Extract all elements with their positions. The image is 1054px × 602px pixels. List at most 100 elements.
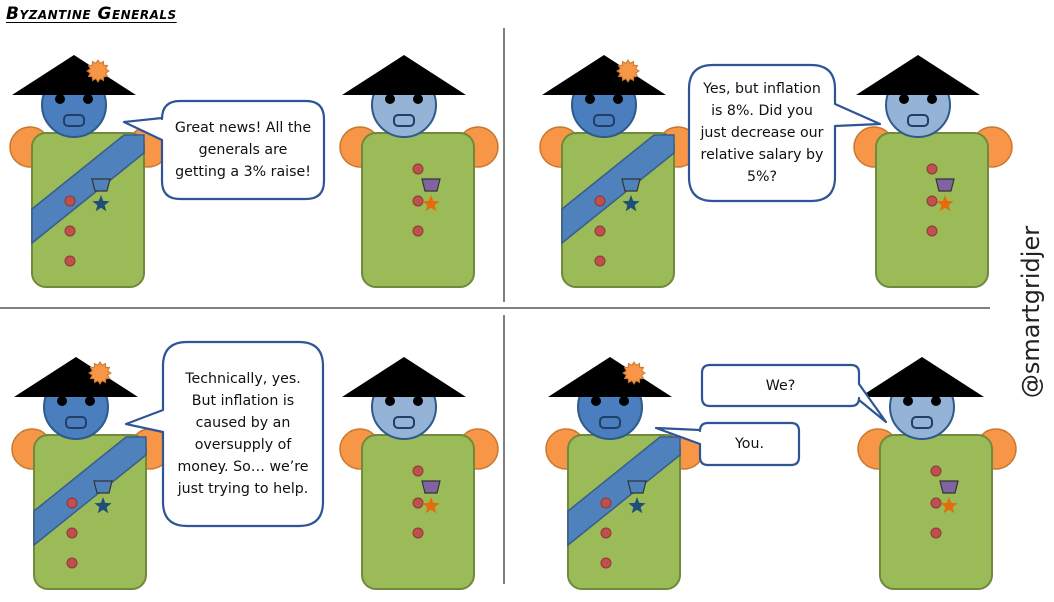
general-right-p2 — [853, 55, 1013, 288]
uniform-button — [926, 163, 938, 175]
medal-badge — [939, 480, 959, 494]
sun-emblem-icon — [622, 361, 646, 385]
right-eye — [413, 396, 423, 406]
left-eye — [585, 94, 595, 104]
right-eye — [619, 396, 629, 406]
general-left-p2 — [539, 55, 699, 288]
uniform-button — [64, 255, 76, 267]
conical-hat — [856, 55, 980, 95]
star-icon — [422, 195, 440, 212]
general-body — [879, 434, 993, 590]
conical-hat — [14, 357, 138, 397]
medal-badge — [621, 178, 641, 192]
uniform-button — [412, 527, 424, 539]
general-left-p1 — [9, 55, 169, 288]
uniform-button — [926, 225, 938, 237]
general-left-p4 — [545, 357, 705, 590]
left-eye — [899, 94, 909, 104]
uniform-button — [412, 225, 424, 237]
speech-bubble-p4-we — [700, 363, 888, 424]
uniform-button — [66, 527, 78, 539]
mouth — [593, 114, 615, 127]
uniform-button — [594, 195, 606, 207]
speech-bubble-p3-text: Technically, yes. But inflation is cause… — [177, 371, 309, 497]
star-icon — [422, 497, 440, 514]
mouth — [65, 416, 87, 429]
right-eye — [613, 94, 623, 104]
right-eye — [413, 94, 423, 104]
uniform-button — [930, 497, 942, 509]
uniform-button — [64, 195, 76, 207]
sash — [33, 436, 147, 547]
uniform-button — [66, 557, 78, 569]
star-icon — [628, 497, 646, 514]
left-eye — [591, 396, 601, 406]
author-credit: @smartgridjer — [1017, 225, 1045, 399]
mouth — [907, 114, 929, 127]
uniform-button — [66, 497, 78, 509]
left-eye — [385, 396, 395, 406]
star-icon — [940, 497, 958, 514]
sash — [31, 134, 145, 245]
medal-badge — [627, 480, 647, 494]
uniform-button — [64, 225, 76, 237]
conical-hat — [12, 55, 136, 95]
mouth — [393, 114, 415, 127]
speech-bubble-p4-you — [654, 421, 801, 467]
right-eye — [83, 94, 93, 104]
speech-bubble-p2 — [687, 63, 882, 203]
right-eye — [931, 396, 941, 406]
sash — [561, 134, 675, 245]
left-eye — [385, 94, 395, 104]
right-eye — [85, 396, 95, 406]
right-eye — [927, 94, 937, 104]
comic-title: Byzantine Generals — [6, 4, 177, 24]
medal-badge — [91, 178, 111, 192]
sash — [567, 436, 681, 547]
speech-bubble-p3 — [124, 340, 325, 528]
uniform-button — [412, 465, 424, 477]
mouth — [599, 416, 621, 429]
conical-hat — [342, 55, 466, 95]
left-eye — [903, 396, 913, 406]
medal-badge — [421, 178, 441, 192]
uniform-button — [600, 497, 612, 509]
general-right-p1 — [339, 55, 499, 288]
conical-hat — [542, 55, 666, 95]
uniform-button — [594, 225, 606, 237]
general-body — [875, 132, 989, 288]
medal-badge — [421, 480, 441, 494]
sun-emblem-icon — [88, 361, 112, 385]
left-eye — [55, 94, 65, 104]
sun-emblem-icon — [616, 59, 640, 83]
conical-hat — [342, 357, 466, 397]
speech-bubble-p2-text: Yes, but inflation is 8%. Did you just d… — [700, 81, 824, 185]
general-body — [361, 434, 475, 590]
star-icon — [936, 195, 954, 212]
star-icon — [92, 195, 110, 212]
uniform-button — [930, 465, 942, 477]
speech-bubble-p1 — [122, 99, 326, 201]
star-icon — [622, 195, 640, 212]
sun-emblem-icon — [86, 59, 110, 83]
medal-badge — [935, 178, 955, 192]
conical-hat — [860, 357, 984, 397]
uniform-button — [926, 195, 938, 207]
speech-bubble-p4-you-text: You. — [735, 436, 764, 452]
left-eye — [57, 396, 67, 406]
speech-bubble-p4-we-text: We? — [765, 377, 796, 394]
general-left-p3 — [11, 357, 171, 590]
general-right-p4 — [857, 357, 1017, 590]
uniform-button — [600, 527, 612, 539]
star-icon — [94, 497, 112, 514]
general-right-p3 — [339, 357, 499, 590]
uniform-button — [594, 255, 606, 267]
uniform-button — [412, 163, 424, 175]
uniform-button — [412, 497, 424, 509]
mouth — [63, 114, 85, 127]
speech-bubble-p1-text: Great news! All the generals are getting… — [174, 120, 312, 180]
general-body — [361, 132, 475, 288]
mouth — [911, 416, 933, 429]
mouth — [393, 416, 415, 429]
